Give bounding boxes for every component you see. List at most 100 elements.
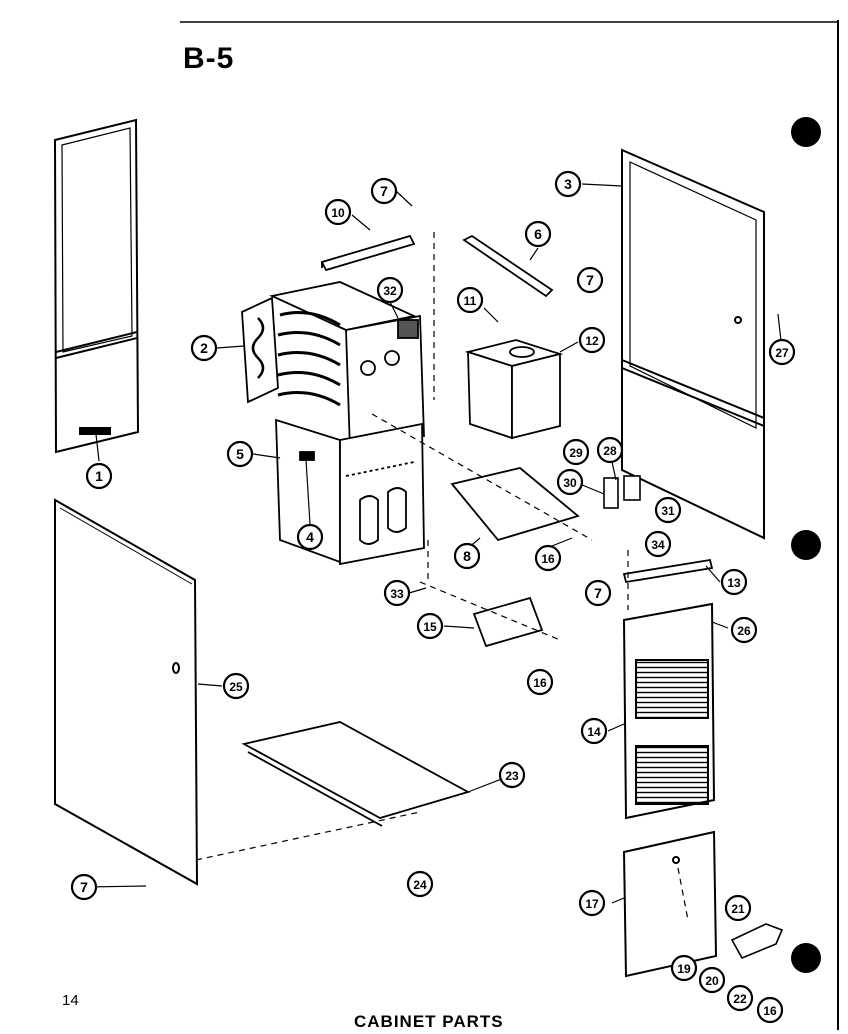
callout-label: 16: [533, 676, 547, 690]
callout-label: 28: [603, 444, 617, 458]
callout-label: 7: [586, 272, 594, 288]
callout-label: 32: [383, 284, 397, 298]
part-small-bracket: [472, 596, 544, 648]
callout-label: 6: [534, 226, 542, 242]
callout-label: 14: [587, 725, 601, 739]
diagram-caption: CABINET PARTS: [354, 1012, 504, 1031]
callout-7: 7: [370, 177, 398, 205]
callout-label: 17: [585, 897, 599, 911]
leader-lines: [83, 183, 783, 904]
callout-label: 26: [737, 624, 751, 638]
callout-label: 7: [594, 585, 602, 601]
part-bracket-top-left: [320, 234, 416, 272]
callout-label: 13: [727, 576, 741, 590]
callout-19: 19: [670, 954, 698, 982]
callout-16: 16: [534, 544, 562, 572]
callout-23: 23: [498, 761, 526, 789]
part-rail: [622, 558, 714, 584]
callout-label: 20: [705, 974, 719, 988]
callout-label: 34: [651, 538, 665, 552]
part-door-panel-right: [621, 148, 765, 540]
callout-1: 1: [85, 462, 113, 490]
callout-30: 30: [556, 468, 584, 496]
callout-label: 16: [763, 1004, 777, 1018]
callout-label: 7: [380, 183, 388, 199]
callout-label: 5: [236, 446, 244, 462]
callout-14: 14: [580, 717, 608, 745]
callout-32: 32: [376, 276, 404, 304]
part-access-panel: [622, 830, 718, 978]
callout-13: 13: [720, 568, 748, 596]
callout-3: 3: [554, 170, 582, 198]
callout-label: 11: [464, 294, 477, 308]
callout-21: 21: [724, 894, 752, 922]
callout-25: 25: [222, 672, 250, 700]
callout-6: 6: [524, 220, 552, 248]
callout-15: 15: [416, 612, 444, 640]
part-side-panel: [54, 498, 199, 886]
callout-label: 7: [80, 879, 88, 895]
callout-10: 10: [324, 198, 352, 226]
binder-hole-middle: [791, 530, 821, 560]
callout-label: 23: [505, 769, 519, 783]
part-clip: [730, 923, 784, 960]
callout-label: 27: [775, 346, 789, 360]
callout-4: 4: [296, 523, 324, 551]
callout-28: 28: [596, 436, 624, 464]
callout-34: 34: [644, 530, 672, 558]
callout-label: 12: [585, 334, 599, 348]
callout-label: 3: [564, 176, 572, 192]
callout-label: 21: [731, 902, 745, 916]
callout-label: 24: [413, 878, 427, 892]
callout-7-3: 7: [584, 579, 612, 607]
part-bracket-top-right: [462, 234, 554, 298]
callout-20: 20: [698, 966, 726, 994]
callout-27: 27: [768, 338, 796, 366]
assembly-lines: [195, 232, 689, 921]
part-door-panel-left: [53, 118, 140, 454]
callout-22: 22: [726, 984, 754, 1012]
callout-24: 24: [406, 870, 434, 898]
callout-26: 26: [730, 616, 758, 644]
callout-label: 31: [661, 504, 675, 518]
callout-33: 33: [383, 579, 411, 607]
part-grille-panel: [622, 602, 716, 820]
callout-12: 12: [578, 326, 606, 354]
callout-label: 22: [733, 992, 747, 1006]
callout-label: 10: [331, 206, 345, 220]
callout-8: 8: [453, 542, 481, 570]
callout-label: 8: [463, 548, 471, 564]
callout-16-2: 16: [526, 668, 554, 696]
callout-29: 29: [562, 438, 590, 466]
part-blower-box: [464, 339, 564, 440]
part-base-pan: [241, 721, 471, 827]
callout-11: 11: [456, 286, 484, 314]
callout-label: 1: [95, 468, 103, 484]
callout-label: 19: [677, 962, 691, 976]
callout-17: 17: [578, 889, 606, 917]
callout-layer: 1234567777810111213141516161617192021222…: [70, 170, 796, 1024]
part-control-bracket: [603, 475, 641, 509]
callout-label: 4: [306, 529, 314, 545]
callout-label: 30: [563, 476, 577, 490]
page-number: 14: [62, 992, 79, 1009]
callout-label: 2: [200, 340, 208, 356]
binder-hole-top: [791, 117, 821, 147]
callout-label: 29: [569, 446, 583, 460]
callout-7-2: 7: [576, 266, 604, 294]
callout-16-3: 16: [756, 996, 784, 1024]
page-code: B-5: [183, 42, 235, 75]
binder-hole-bottom: [791, 943, 821, 973]
callout-31: 31: [654, 496, 682, 524]
callout-5: 5: [226, 440, 254, 468]
callout-7-4: 7: [70, 873, 98, 901]
callout-label: 16: [541, 552, 555, 566]
part-heat-exchanger: [241, 281, 425, 452]
part-filter-tray: [450, 467, 580, 542]
callout-label: 33: [390, 587, 404, 601]
callout-label: 25: [229, 680, 243, 694]
callout-label: 15: [423, 620, 437, 634]
callout-2: 2: [190, 334, 218, 362]
